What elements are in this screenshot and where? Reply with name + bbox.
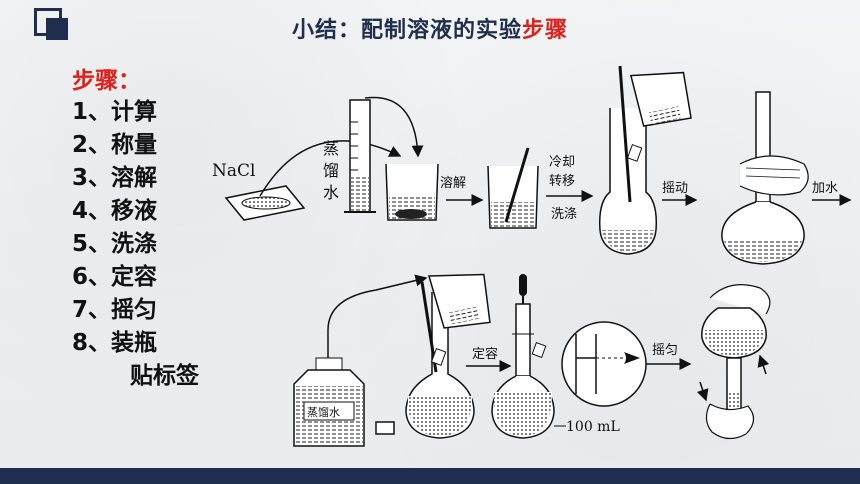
flask-swirling-hand	[721, 91, 809, 265]
beaker-with-solid	[385, 163, 439, 221]
step-item: 3、溶解	[72, 165, 158, 191]
dissolve-label: 溶解	[440, 176, 466, 191]
bottle-stopper	[375, 421, 395, 435]
steps-list: 步骤： 1、计算 2、称量 3、溶解 4、移液 5、洗涤 6、定容 7、摇匀 8…	[72, 66, 252, 393]
cool-label: 冷却	[549, 155, 575, 170]
pour-water-arrow	[364, 96, 424, 158]
nacl-label: NaCl	[212, 161, 255, 181]
title-accent: 步骤	[522, 18, 569, 43]
water-label-char: 水	[323, 183, 339, 202]
slide-title: 小结：配制溶液的实验步骤	[0, 12, 860, 44]
volumetric-flask-filling	[405, 273, 491, 439]
mix-label: 摇匀	[652, 343, 678, 358]
pour-salt-arrow	[259, 140, 402, 197]
flask-inverting-hands	[696, 284, 771, 440]
transfer-label: 转移	[549, 174, 575, 189]
water-label-char: 馏	[323, 161, 339, 180]
step-item: 8、装瓶	[72, 330, 158, 356]
meniscus-magnifier	[561, 321, 647, 407]
procedure-diagram: NaCl 蒸 馏 水 溶解 冷却 转移 洗涤	[212, 65, 852, 447]
corner-square-fill	[46, 18, 68, 40]
weighing-paper	[224, 185, 306, 221]
step-item-continuation: 贴标签	[130, 363, 199, 389]
shake-label: 摇动	[662, 181, 688, 196]
footer-bar	[0, 468, 860, 484]
title-text: 小结：配制溶液的实验	[291, 18, 522, 43]
graduated-cylinder	[344, 99, 376, 213]
wash-label: 洗涤	[551, 207, 577, 222]
add-water-label: 加水	[812, 181, 838, 196]
steps-heading: 步骤：	[72, 68, 141, 94]
distilled-water-bottle	[293, 357, 395, 447]
siphon-tube	[327, 274, 428, 358]
make-volume-label: 定容	[472, 346, 498, 362]
volumetric-flask-dropper	[491, 274, 555, 439]
corner-decoration	[34, 8, 76, 40]
step-item: 5、洗涤	[72, 231, 158, 257]
step-item: 7、摇匀	[72, 297, 158, 323]
bottle-label: 蒸馏水	[307, 405, 340, 419]
water-label-char: 蒸	[323, 139, 339, 158]
step-item: 1、计算	[72, 99, 158, 125]
beaker-stirring	[487, 147, 539, 229]
step-item: 6、定容	[72, 264, 158, 290]
step-item: 2、称量	[72, 132, 158, 158]
volumetric-flask-pouring	[598, 65, 692, 255]
volume-label: 100 mL	[566, 419, 620, 435]
step-item: 4、移液	[72, 198, 158, 224]
